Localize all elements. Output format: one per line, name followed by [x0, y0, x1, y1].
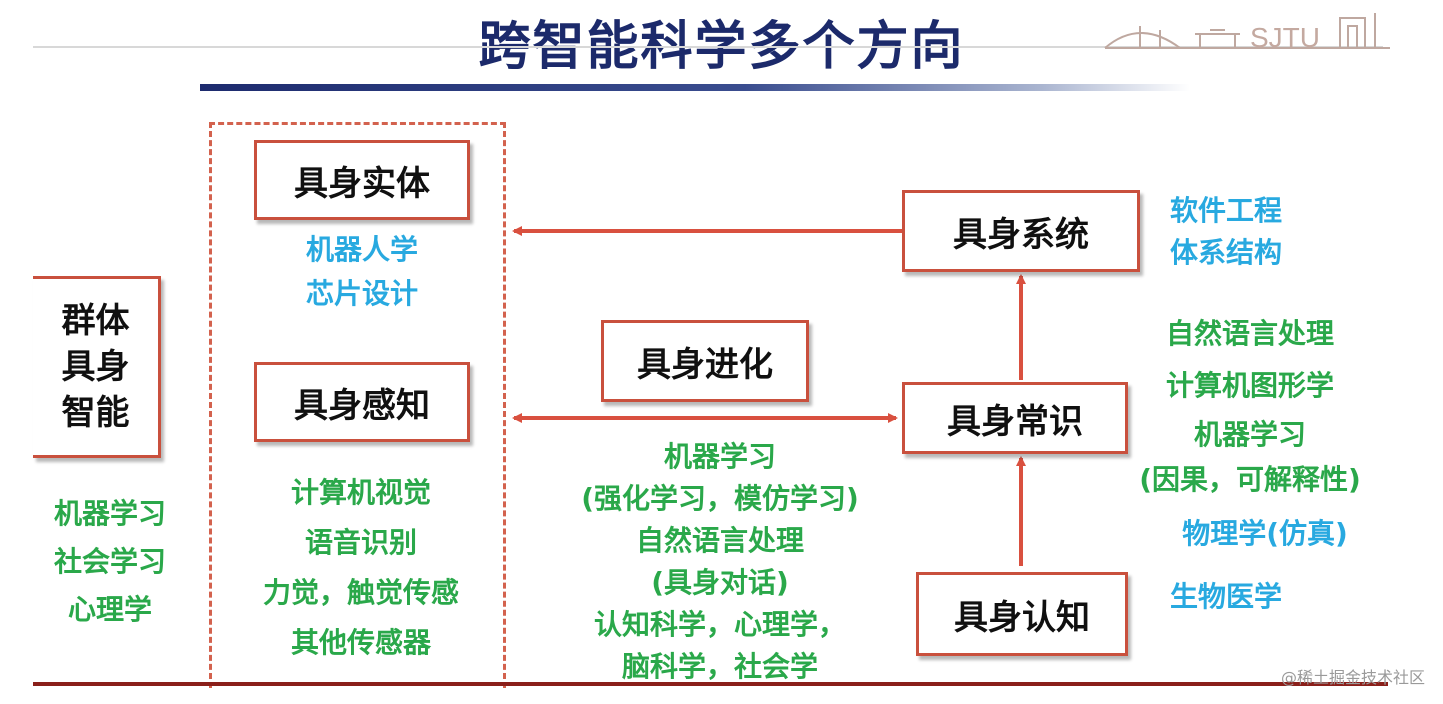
- evolution-fields: 机器学习 (强化学习，模仿学习) 自然语言处理 (具身对话) 认知科学，心理学，…: [540, 436, 900, 688]
- swarm-label-line: 群体: [61, 301, 130, 341]
- header-rule: [33, 46, 1383, 48]
- common-sense-physics-field: 物理学(仿真): [1130, 512, 1400, 556]
- box-embodied-cognition: 具身认知: [916, 572, 1128, 656]
- swarm-fields: 机器学习 社会学习 心理学: [30, 490, 190, 634]
- field-text: (因果，可解释性): [1139, 463, 1361, 496]
- entity-fields: 机器人学 芯片设计: [254, 228, 470, 316]
- field-text: (强化学习，模仿学习): [581, 482, 859, 515]
- embodied-body-group-outline: [209, 122, 506, 688]
- box-embodied-system-label: 具身系统: [953, 214, 1089, 255]
- title-underline: [200, 84, 1190, 91]
- box-embodied-common-sense-label: 具身常识: [947, 401, 1083, 442]
- field-text: 脑科学，社会学: [621, 650, 818, 683]
- field-text: 计算机视觉: [290, 476, 431, 509]
- field-text: 语音识别: [304, 526, 417, 559]
- field-text: 自然语言处理: [1165, 317, 1334, 350]
- system-fields: 软件工程 体系结构: [1170, 190, 1370, 274]
- field-text: 机器学习: [1193, 418, 1306, 451]
- field-text: 计算机图形学: [1165, 369, 1334, 402]
- field-text: (具身对话): [651, 566, 789, 599]
- footer-rule: [33, 682, 1388, 686]
- box-embodied-perception: 具身感知: [254, 362, 470, 442]
- common-sense-fields: 自然语言处理 计算机图形学 机器学习 (因果，可解释性): [1100, 308, 1400, 502]
- field-text: 其他传感器: [290, 626, 431, 659]
- box-embodied-cognition-label: 具身认知: [954, 597, 1090, 638]
- field-text: 芯片设计: [305, 277, 418, 310]
- field-text: 机器人学: [305, 233, 418, 266]
- field-text: 心理学: [67, 593, 152, 626]
- watermark: @稀土掘金技术社区: [1280, 668, 1425, 687]
- perception-fields: 计算机视觉 语音识别 力觉，触觉传感 其他传感器: [226, 468, 496, 668]
- field-text: 自然语言处理: [635, 524, 804, 557]
- field-text: 社会学习: [53, 545, 166, 578]
- field-text: 机器学习: [663, 440, 776, 473]
- box-embodied-entity: 具身实体: [254, 140, 470, 220]
- field-text: 认知科学，心理学，: [593, 608, 846, 641]
- box-embodied-perception-label: 具身感知: [294, 385, 430, 426]
- field-text: 生物医学: [1170, 580, 1283, 613]
- box-embodied-entity-label: 具身实体: [294, 163, 430, 204]
- sjtu-logo: SJTU: [1100, 8, 1390, 56]
- field-text: 机器学习: [53, 497, 166, 530]
- box-embodied-system: 具身系统: [902, 190, 1140, 272]
- box-embodied-evolution: 具身进化: [601, 320, 809, 402]
- field-text: 物理学(仿真): [1182, 517, 1348, 550]
- box-embodied-common-sense: 具身常识: [902, 382, 1128, 454]
- svg-text:SJTU: SJTU: [1250, 22, 1320, 53]
- field-text: 软件工程: [1170, 194, 1283, 227]
- swarm-label-line: 具身: [61, 347, 130, 387]
- box-swarm-embodied-intelligence: 群体 具身 智能: [33, 276, 161, 458]
- field-text: 力觉，触觉传感: [262, 576, 459, 609]
- swarm-label-line: 智能: [61, 393, 130, 433]
- cognition-fields: 生物医学: [1170, 576, 1370, 618]
- field-text: 体系结构: [1170, 236, 1283, 269]
- box-embodied-evolution-label: 具身进化: [637, 344, 773, 385]
